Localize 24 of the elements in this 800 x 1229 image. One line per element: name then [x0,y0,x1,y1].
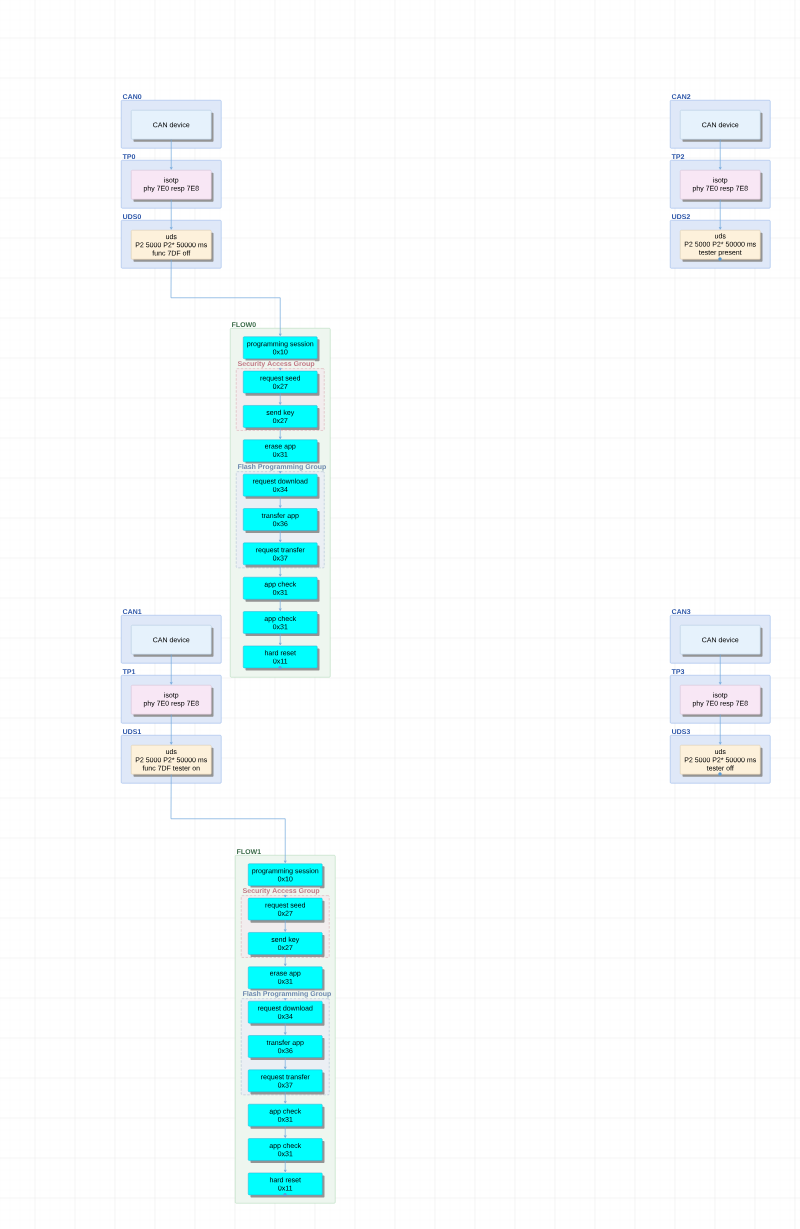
arrow [718,139,722,170]
arrow [278,633,282,646]
arrow [283,1160,287,1173]
arrow [169,654,173,685]
arrow [718,199,722,230]
arrow [283,1091,287,1104]
arrow [283,954,287,967]
arrow [169,714,173,745]
arrow [278,564,282,577]
arrow [283,1057,287,1070]
arrow [169,199,173,230]
arrow [170,259,282,337]
arrow [170,774,287,864]
arrow [718,714,722,745]
arrow [278,393,282,405]
arrow [278,427,282,440]
arrow [283,1023,287,1035]
arrow [278,599,282,611]
arrow [718,654,722,685]
arrow [283,1126,287,1138]
arrow [278,530,282,543]
arrow [283,920,287,932]
arrow [278,496,282,508]
arrow [169,139,173,170]
